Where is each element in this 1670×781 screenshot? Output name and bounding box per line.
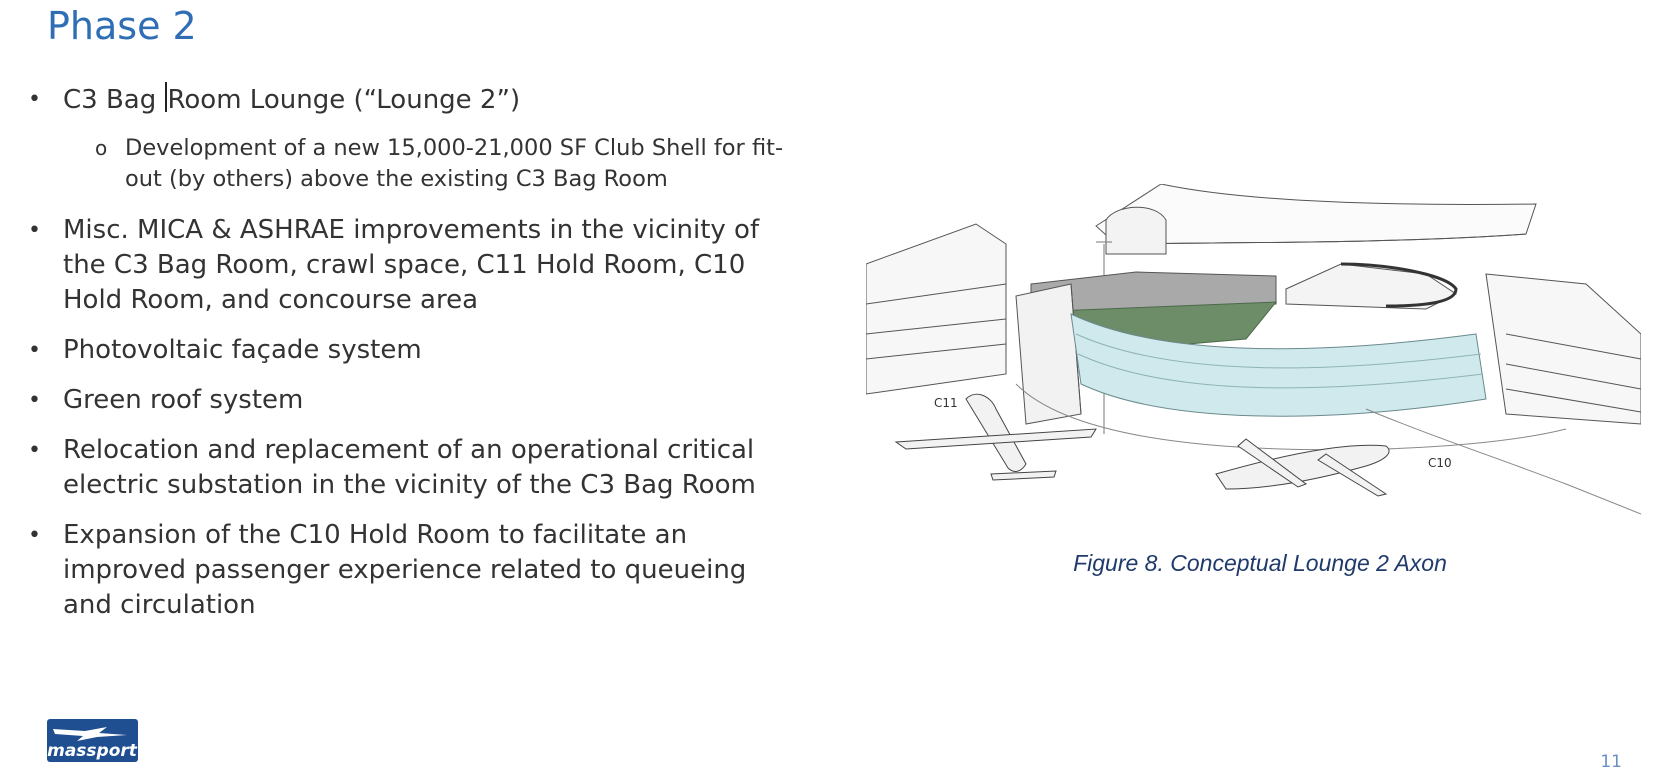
lounge-axon-drawing: C11 C10 bbox=[866, 184, 1641, 515]
gate-label-c11: C11 bbox=[934, 396, 958, 410]
bullet-text-end: Room Lounge (“Lounge 2”) bbox=[167, 85, 521, 115]
bullet-text: Relocation and replacement of an operati… bbox=[63, 435, 756, 500]
sub-bullet-item: o Development of a new 15,000-21,000 SF … bbox=[28, 133, 788, 195]
bullet-item: • C3 Bag Room Lounge (“Lounge 2”) bbox=[28, 82, 788, 118]
bullet-item: • Misc. MICA & ASHRAE improvements in th… bbox=[28, 213, 788, 318]
bullet-item: • Relocation and replacement of an opera… bbox=[28, 433, 788, 503]
massport-logo: massport bbox=[47, 719, 138, 762]
bullet-text: Misc. MICA & ASHRAE improvements in the … bbox=[63, 215, 760, 315]
bullet-item: • Photovoltaic façade system bbox=[28, 333, 788, 368]
bullet-list: • C3 Bag Room Lounge (“Lounge 2”) o Deve… bbox=[28, 82, 788, 638]
bullet-text: Photovoltaic façade system bbox=[63, 335, 422, 365]
bullet-glyph: • bbox=[28, 388, 41, 413]
sub-bullet-glyph: o bbox=[95, 136, 108, 160]
bullet-glyph: • bbox=[28, 523, 41, 548]
bullet-text: Green roof system bbox=[63, 385, 304, 415]
sub-bullet-text: Development of a new 15,000-21,000 SF Cl… bbox=[125, 135, 784, 192]
bullet-item: • Expansion of the C10 Hold Room to faci… bbox=[28, 518, 788, 623]
slide-title: Phase 2 bbox=[47, 4, 197, 48]
bullet-text: Expansion of the C10 Hold Room to facili… bbox=[63, 520, 747, 620]
bullet-item: • Green roof system bbox=[28, 383, 788, 418]
figure-caption: Figure 8. Conceptual Lounge 2 Axon bbox=[1073, 550, 1447, 576]
bullet-glyph: • bbox=[28, 438, 41, 463]
bullet-glyph: • bbox=[28, 218, 41, 243]
page-number: 11 bbox=[1600, 752, 1622, 772]
bullet-glyph: • bbox=[28, 87, 41, 112]
text-cursor bbox=[164, 82, 167, 112]
bullet-text-start: C3 Bag bbox=[63, 85, 165, 115]
logo-text: massport bbox=[47, 741, 138, 761]
bullet-glyph: • bbox=[28, 338, 41, 363]
gate-label-c10: C10 bbox=[1428, 456, 1452, 470]
